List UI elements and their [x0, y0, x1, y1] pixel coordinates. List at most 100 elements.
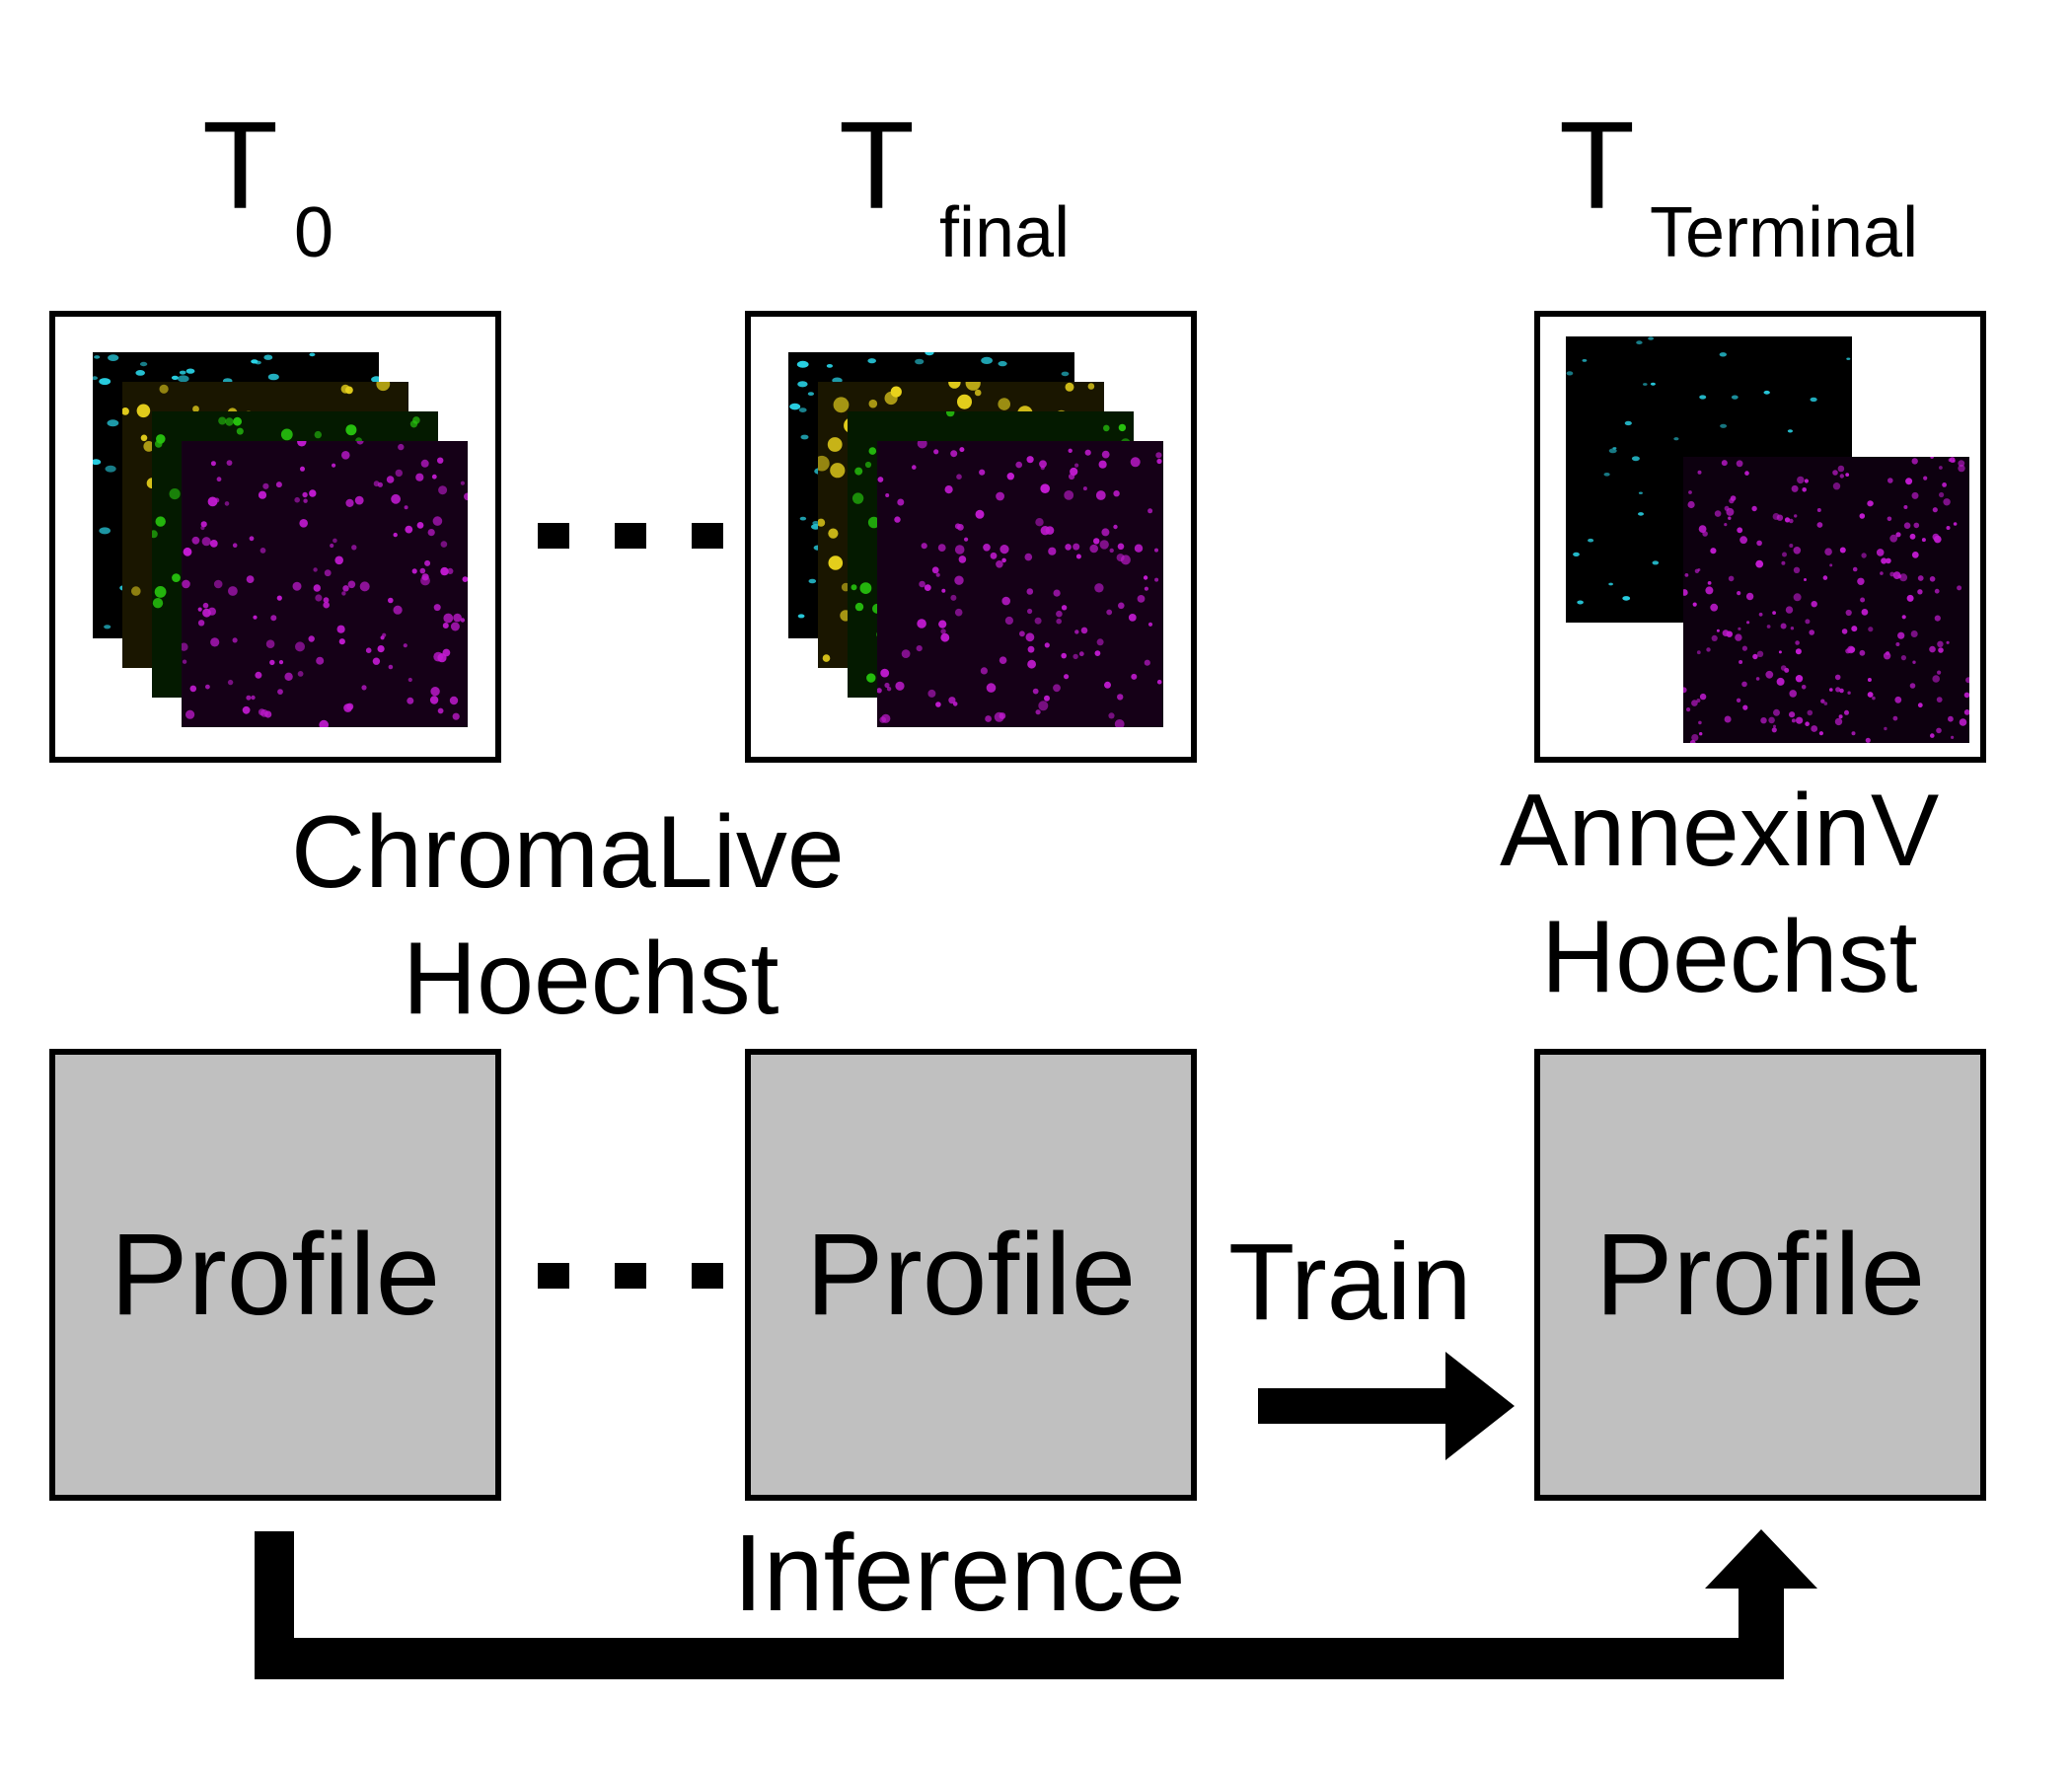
cell-speckle	[135, 370, 145, 376]
cell-speckle	[954, 608, 963, 617]
cell-speckle	[340, 384, 350, 394]
cell-speckle	[1785, 606, 1794, 614]
cell-speckle	[1034, 617, 1042, 625]
cell-speckle	[1156, 679, 1162, 685]
cell-speckle	[924, 584, 931, 591]
cell-speckle	[880, 668, 890, 678]
cell-speckle	[1131, 673, 1138, 680]
cell-speckle	[1942, 482, 1947, 487]
cell-speckle	[1876, 549, 1885, 556]
cell-speckle	[218, 416, 227, 425]
cell-speckle	[1648, 336, 1654, 340]
magenta-cells	[877, 441, 1162, 727]
cell-speckle	[1745, 592, 1754, 601]
cell-speckle	[964, 537, 969, 542]
cell-speckle	[1839, 474, 1844, 479]
magenta-cells	[182, 441, 468, 727]
cell-speckle	[251, 359, 259, 364]
cell-speckle	[1963, 692, 1969, 699]
cell-speckle	[393, 532, 398, 538]
cell-speckle	[191, 536, 200, 545]
cell-speckle	[1588, 538, 1594, 543]
cell-speckle	[919, 580, 925, 588]
cell-speckle	[200, 525, 205, 531]
cell-speckle	[373, 481, 380, 487]
cell-speckle	[284, 672, 293, 681]
cell-speckle	[213, 579, 223, 589]
cell-speckle	[169, 488, 181, 500]
cell-speckle	[433, 651, 444, 662]
cell-speckle	[1771, 727, 1777, 733]
image-stack-tfinal	[745, 311, 1197, 763]
cell-speckle	[1155, 452, 1162, 459]
cell-speckle	[1780, 665, 1787, 671]
cell-speckle	[851, 584, 857, 591]
cell-speckle	[1144, 586, 1148, 591]
cell-speckle	[395, 469, 403, 478]
cell-speckle	[938, 620, 947, 629]
cell-speckle	[1934, 535, 1942, 544]
cell-speckle	[450, 622, 460, 631]
cell-speckle	[334, 555, 343, 565]
cell-speckle	[1772, 513, 1780, 520]
cell-speckle	[1758, 612, 1763, 617]
cell-speckle	[152, 598, 164, 609]
cell-speckle	[1722, 629, 1730, 636]
cell-speckle	[1687, 500, 1695, 509]
profile-box-t0: Profile	[49, 1049, 501, 1501]
cell-speckle	[104, 625, 111, 629]
cell-speckle	[1728, 516, 1732, 520]
cell-speckle	[1053, 684, 1061, 693]
cell-speckle	[300, 466, 305, 472]
cell-speckle	[253, 615, 258, 620]
cell-speckle	[958, 555, 967, 563]
cell-speckle	[1852, 566, 1858, 572]
cell-speckle	[1636, 340, 1643, 345]
cell-speckle	[1728, 575, 1735, 582]
cell-speckle	[884, 682, 890, 689]
cell-speckle	[1811, 725, 1818, 732]
cell-speckle	[442, 648, 451, 657]
cell-speckle	[1144, 659, 1150, 666]
cell-speckle	[1795, 640, 1800, 645]
cell-speckle	[1857, 577, 1865, 585]
cell-speckle	[242, 705, 251, 714]
cell-speckle	[877, 688, 882, 694]
cell-speckle	[1638, 491, 1643, 494]
cell-speckle	[346, 703, 354, 710]
cell-speckle	[338, 638, 345, 645]
cell-speckle	[1895, 642, 1900, 646]
cell-speckle	[280, 428, 293, 441]
cell-speckle	[302, 491, 308, 498]
cell-speckle	[94, 355, 101, 359]
cell-speckle	[826, 364, 833, 368]
cell-speckle	[917, 619, 926, 629]
cell-speckle	[314, 430, 322, 439]
cell-speckle	[1953, 522, 1958, 526]
cell-speckle	[1790, 627, 1795, 630]
cell-speckle	[1917, 703, 1923, 708]
cell-speckle	[998, 360, 1007, 367]
cell-speckle	[1735, 633, 1742, 641]
cell-speckle	[1772, 611, 1776, 615]
cell-speckle	[1923, 476, 1928, 481]
cell-speckle	[1608, 448, 1617, 454]
cell-speckle	[1780, 623, 1787, 629]
cell-speckle	[1698, 525, 1707, 533]
cell-speckle	[985, 715, 992, 722]
cell-speckle	[1044, 642, 1050, 648]
cell-speckle	[983, 544, 991, 552]
cell-speckle	[1087, 383, 1095, 390]
cell-speckle	[1731, 395, 1739, 400]
cell-speckle	[1903, 505, 1908, 509]
cell-speckle	[354, 495, 364, 505]
cell-speckle	[1789, 711, 1796, 718]
cell-speckle	[1624, 420, 1632, 426]
cell-speckle	[799, 516, 807, 521]
cell-speckle	[1103, 424, 1110, 432]
cell-speckle	[1045, 526, 1055, 535]
cell-speckle	[262, 482, 269, 489]
cell-speckle	[950, 450, 958, 458]
cell-speckle	[1566, 371, 1574, 376]
cell-speckle	[990, 552, 998, 559]
